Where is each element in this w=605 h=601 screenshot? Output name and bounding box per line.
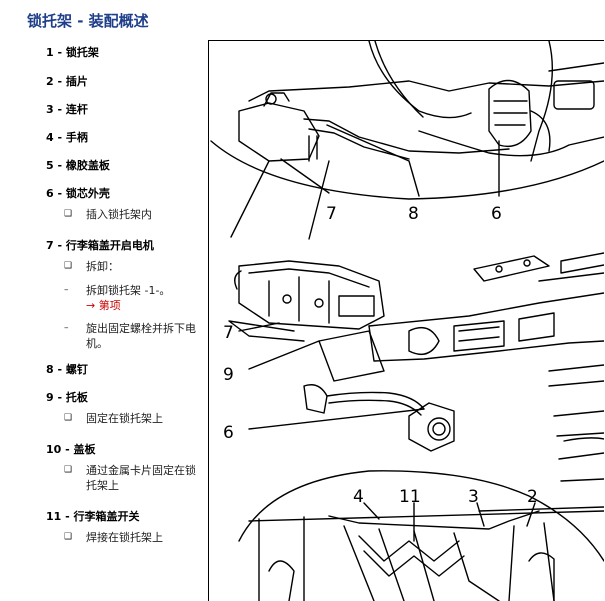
page-title: 锁托架 - 装配概述 xyxy=(27,12,149,30)
list-item: 1 - 锁托架 xyxy=(46,46,99,59)
list-subitem: –拆卸锁托架 -1-。→ 第项 xyxy=(64,284,171,312)
list-item: 4 - 手柄 xyxy=(46,131,88,144)
list-item: 8 - 螺钉 xyxy=(46,363,88,376)
callout-3: 3 xyxy=(468,487,479,507)
list-subitem: ❑拆卸： xyxy=(64,260,119,273)
list-item: 5 - 橡胶盖板 xyxy=(46,159,110,172)
list-subitem: ❑插入锁托架内 xyxy=(64,208,152,221)
list-subitem: ❑焊接在锁托架上 xyxy=(64,531,163,544)
callout-6-mid: 6 xyxy=(223,423,234,443)
list-item: 7 - 行李箱盖开启电机 xyxy=(46,239,154,252)
callout-9: 9 xyxy=(223,365,234,385)
list-item: 2 - 插片 xyxy=(46,75,88,88)
diagram-drawing: 7 8 6 7 9 6 4 11 3 2 xyxy=(210,41,604,601)
list-item: 10 - 盖板 xyxy=(46,443,96,456)
list-subitem: –旋出固定螺栓并拆下电机。 xyxy=(64,322,196,350)
callout-11: 11 xyxy=(399,487,421,507)
page-link[interactable]: → 第项 xyxy=(86,299,121,312)
callout-2: 2 xyxy=(527,487,538,507)
callout-7-mid: 7 xyxy=(223,323,234,343)
callout-4: 4 xyxy=(353,487,364,507)
list-item: 11 - 行李箱盖开关 xyxy=(46,510,140,523)
list-subitem: ❑固定在锁托架上 xyxy=(64,412,163,425)
list-subitem: ❑通过金属卡片固定在锁托架上 xyxy=(64,464,196,492)
callout-8: 8 xyxy=(408,204,419,224)
list-item: 6 - 锁芯外壳 xyxy=(46,187,110,200)
assembly-diagram: 7 8 6 7 9 6 4 11 3 2 xyxy=(208,40,604,601)
list-item: 3 - 连杆 xyxy=(46,103,88,116)
callout-6-top: 6 xyxy=(491,204,502,224)
list-item: 9 - 托板 xyxy=(46,391,88,404)
callout-7-top: 7 xyxy=(326,204,337,224)
